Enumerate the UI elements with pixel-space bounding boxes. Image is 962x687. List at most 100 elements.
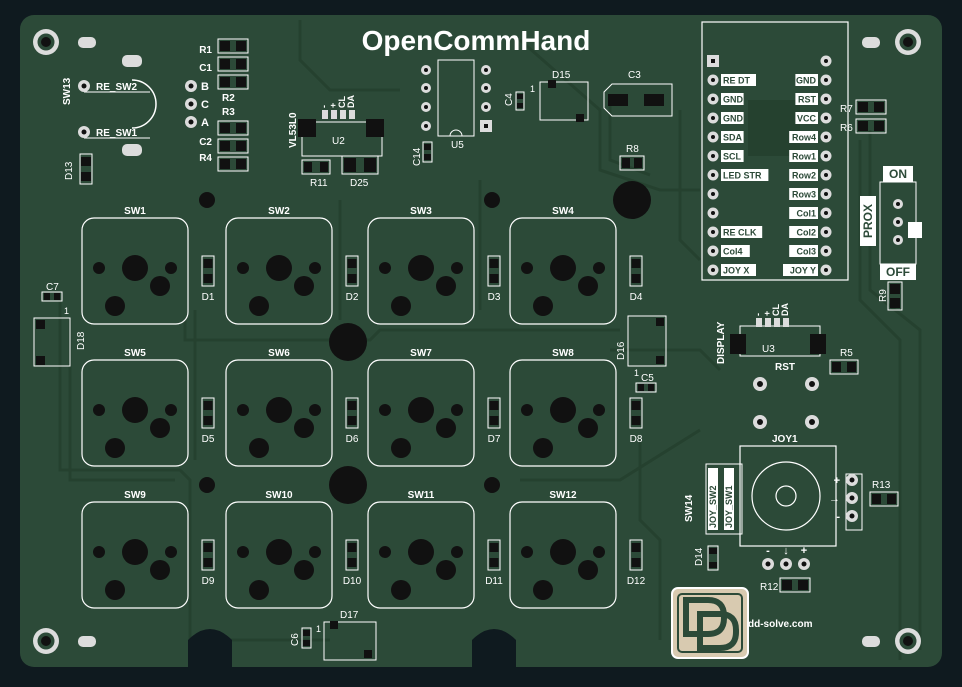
sensor-part: U2 bbox=[332, 136, 345, 147]
display-pin-label: + bbox=[762, 311, 772, 316]
label-r11: R11 bbox=[310, 178, 328, 189]
left-misc-parts: D13 C7 1 D18 bbox=[33, 153, 93, 367]
part-label-r1: R1 bbox=[199, 45, 212, 56]
prox-label: PROX bbox=[861, 204, 875, 238]
diode-d13 bbox=[79, 153, 93, 185]
prox-off-bg bbox=[880, 264, 916, 280]
switch-hole bbox=[436, 418, 456, 438]
resistor-outline bbox=[217, 138, 249, 154]
switch-outline bbox=[81, 359, 189, 467]
switch-hole bbox=[436, 276, 456, 296]
diode-label: D1 bbox=[202, 292, 215, 303]
mcu-outline bbox=[701, 21, 849, 281]
switch-outline bbox=[367, 217, 475, 325]
switch-center-hole bbox=[550, 397, 576, 423]
switch-center-hole bbox=[122, 397, 148, 423]
switch-center-hole bbox=[122, 539, 148, 565]
resistor-column: R1 C1 R2 R3 C2 R4 bbox=[199, 38, 249, 172]
switch-label: SW3 bbox=[410, 206, 432, 217]
prox-off-label: OFF bbox=[886, 265, 910, 279]
brand-text: dd-solve.com bbox=[748, 619, 813, 630]
sensor-pin bbox=[331, 110, 337, 119]
diode-label: D6 bbox=[346, 434, 359, 445]
center-right-parts: D16 1 C5 bbox=[616, 315, 667, 393]
joystick-sw-outline bbox=[705, 463, 743, 535]
switch-hole bbox=[451, 262, 463, 274]
label-c3: C3 bbox=[628, 70, 641, 81]
logo-badge bbox=[671, 587, 749, 659]
diode-d14 bbox=[707, 545, 719, 571]
switch-hole bbox=[533, 580, 553, 600]
resistor-r5 bbox=[829, 359, 859, 375]
diode-outline bbox=[345, 397, 359, 429]
diode-label: D11 bbox=[485, 576, 503, 587]
encoder-sw13: SW13 RE_SW2 RE_SW1 B C A bbox=[62, 55, 209, 156]
prox-tab bbox=[908, 222, 922, 238]
switch-center-hole bbox=[122, 255, 148, 281]
switch-hole bbox=[93, 262, 105, 274]
sensor-pad bbox=[366, 119, 384, 137]
mount-hole bbox=[329, 323, 367, 361]
resistor-r12 bbox=[779, 577, 811, 593]
resistor-r11 bbox=[301, 159, 331, 175]
switch-center-hole bbox=[266, 397, 292, 423]
diode-label: D2 bbox=[346, 292, 359, 303]
diode-label: D3 bbox=[488, 292, 501, 303]
switch-hole bbox=[249, 580, 269, 600]
resistor-r9 bbox=[887, 281, 903, 311]
switch-grid: SW1D1SW2D2SW3D3SW4D4SW5D5SW6D6SW7D7SW8D8… bbox=[81, 206, 646, 609]
mounting-hole-icon bbox=[33, 29, 59, 55]
diode-outline bbox=[487, 539, 501, 571]
resistor-r13 bbox=[869, 491, 899, 507]
label-r7: R7 bbox=[840, 104, 853, 115]
joystick-pin-label: - bbox=[766, 545, 770, 557]
diode-d25 bbox=[341, 155, 379, 175]
label-r6: R6 bbox=[840, 123, 853, 134]
diode-outline bbox=[201, 397, 215, 429]
diode-label: D8 bbox=[630, 434, 643, 445]
chip-ref: U5 bbox=[451, 140, 464, 151]
cap-c7 bbox=[41, 291, 63, 302]
switch-hole bbox=[249, 296, 269, 316]
diode-label: D7 bbox=[488, 434, 501, 445]
encoder-mount-pad bbox=[122, 55, 142, 67]
label-d15: D15 bbox=[552, 70, 571, 81]
via-hole bbox=[199, 477, 215, 493]
mcu-pin-label: GND bbox=[796, 76, 817, 86]
switch-label: SW10 bbox=[265, 490, 293, 501]
sensor-ref: VL53L0 bbox=[288, 112, 299, 148]
switch-hole bbox=[391, 580, 411, 600]
part-label-r3: R3 bbox=[222, 107, 235, 118]
prox-on-label: ON bbox=[889, 167, 907, 181]
switch-center-hole bbox=[266, 539, 292, 565]
cap-c3-outline bbox=[603, 83, 673, 117]
encoder-pin-label: RE_SW2 bbox=[96, 82, 138, 93]
resistor-r8 bbox=[619, 155, 645, 171]
mcu-pin-label: SCL bbox=[723, 152, 742, 162]
label-c7: C7 bbox=[46, 282, 59, 293]
mcu-pin-label: Row4 bbox=[792, 133, 816, 143]
switch-outline bbox=[225, 501, 333, 609]
encoder-pin-a: A bbox=[201, 117, 209, 129]
switch-hole bbox=[150, 276, 170, 296]
switch-center-hole bbox=[550, 255, 576, 281]
switch-hole bbox=[593, 404, 605, 416]
dd-solve-logo: dd-solve.com bbox=[671, 587, 813, 659]
resistor-outline bbox=[217, 38, 249, 54]
label-r8: R8 bbox=[626, 144, 639, 155]
switch-label: SW9 bbox=[124, 490, 146, 501]
resistor-outline bbox=[217, 56, 249, 72]
switch-outline bbox=[81, 217, 189, 325]
sensor-u2: VL53L0 U2 - + CL DA R11 D25 bbox=[288, 95, 384, 189]
part-label-r4: R4 bbox=[199, 153, 212, 164]
switch-hole bbox=[521, 546, 533, 558]
switch-outline bbox=[509, 217, 617, 325]
switch-hole bbox=[105, 296, 125, 316]
switch-label: SW12 bbox=[549, 490, 577, 501]
switch-center-hole bbox=[266, 255, 292, 281]
switch-hole bbox=[379, 404, 391, 416]
joystick-stick-icon bbox=[775, 485, 797, 507]
switch-hole bbox=[578, 276, 598, 296]
